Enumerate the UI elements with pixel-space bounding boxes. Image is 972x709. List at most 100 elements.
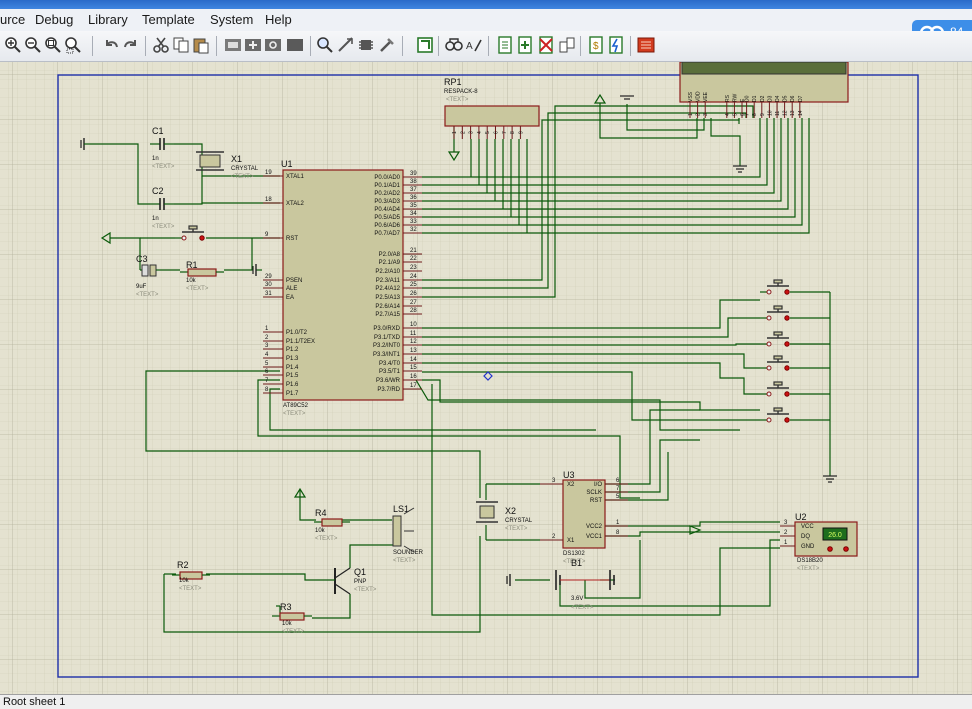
- x2-placeholder: <TEXT>: [505, 526, 528, 532]
- toolbar-separator: [630, 36, 631, 56]
- add-sheet-icon[interactable]: [516, 36, 534, 54]
- u1-pin-name-3: P1.2: [286, 347, 299, 353]
- u1-pin-number-16: 16: [410, 374, 417, 380]
- wire-p25-to-e: [422, 105, 754, 298]
- lcd-pin-number: 4: [725, 113, 731, 116]
- rp1-pin-number: 3: [469, 131, 475, 134]
- toolbar: A $: [0, 31, 972, 62]
- menu-library[interactable]: Library: [88, 12, 128, 27]
- u1-pin-name-27: P2.6/A14: [375, 304, 400, 310]
- r3-placeholder: <TEXT>: [282, 629, 305, 635]
- ls1-value-label: SOUNDER: [393, 550, 424, 556]
- menu-debug[interactable]: Debug: [35, 12, 74, 27]
- copy-icon[interactable]: [172, 36, 190, 54]
- lcd-pin-label-D1: D1: [752, 95, 758, 102]
- rp1-body: [444, 105, 540, 127]
- lcd-pin-label-VEE: VEE: [703, 91, 709, 102]
- u1-pin-number-34: 34: [410, 211, 417, 217]
- make-device-icon[interactable]: [337, 36, 355, 54]
- rp1-placeholder: <TEXT>: [446, 97, 469, 103]
- u1-pin-name-8: P1.7: [286, 391, 299, 397]
- u1-pin-number-17: 17: [410, 383, 417, 389]
- block-move-icon[interactable]: [244, 36, 262, 54]
- electrical-rule-check-icon[interactable]: [607, 36, 625, 54]
- u3-ref-label: U3: [563, 470, 575, 480]
- zoom-all-icon[interactable]: [44, 36, 62, 54]
- menu-bar: urce Debug Library Template System Help: [0, 9, 972, 32]
- zoom-out-icon[interactable]: [24, 36, 42, 54]
- u1-pin-number-1: 1: [265, 326, 269, 332]
- u1-part-label: AT89C52: [283, 403, 309, 409]
- menu-source[interactable]: urce: [0, 12, 26, 27]
- menu-system[interactable]: System: [210, 12, 254, 27]
- u2-placeholder: <TEXT>: [797, 566, 820, 572]
- lcd-pin-label-D4: D4: [775, 95, 781, 102]
- wire-dq-line: [431, 384, 780, 616]
- remove-sheet-icon[interactable]: [537, 36, 555, 54]
- wire-lcd-vdd: [626, 104, 705, 131]
- u1-pin-name-14: P3.4/T0: [379, 361, 401, 367]
- sheet-border: [57, 74, 919, 678]
- menu-template[interactable]: Template: [142, 12, 195, 27]
- menu-help[interactable]: Help: [265, 12, 292, 27]
- wire-p17: [269, 388, 596, 431]
- zoom-area-icon[interactable]: [64, 36, 82, 54]
- u1-pin-name-26: P2.5/A13: [375, 295, 400, 301]
- pick-device-icon[interactable]: [316, 36, 334, 54]
- r4-value-label: 10k: [315, 528, 326, 534]
- c3-ref-label: C3: [136, 254, 148, 264]
- r1-placeholder: <TEXT>: [186, 286, 209, 292]
- u1-pin-name-28: P2.7/A15: [375, 312, 400, 318]
- u3-body: [562, 479, 606, 549]
- packaging-tool-icon[interactable]: [357, 36, 375, 54]
- u1-pin-name-12: P3.2/INT0: [373, 343, 401, 349]
- undo-icon[interactable]: [102, 36, 120, 54]
- bill-of-materials-icon[interactable]: $: [587, 36, 605, 54]
- wire-vcc2-to-u2: [604, 521, 780, 527]
- lcd-pin-label-VDD: VDD: [696, 91, 702, 102]
- rp1-ref-label: RP1: [444, 77, 462, 87]
- key-button-6-contact1: [766, 417, 772, 423]
- lcd-pin-label-E: E: [740, 98, 746, 102]
- decompose-icon[interactable]: [378, 36, 396, 54]
- u1-pin-number-7: 7: [265, 378, 269, 384]
- c3-placeholder: <TEXT>: [136, 292, 159, 298]
- u1-pin-number-27: 27: [410, 300, 417, 306]
- u1-pin-number-24: 24: [410, 274, 417, 280]
- key-button-3-contact1: [766, 341, 772, 347]
- new-sheet-icon[interactable]: [496, 36, 514, 54]
- u1-pin-name-34: P0.5/AD5: [374, 215, 400, 221]
- u1-pin-name-30: ALE: [286, 286, 297, 292]
- u1-pin-number-5: 5: [265, 361, 269, 367]
- key-button-1-contact1: [766, 289, 772, 295]
- netlist-to-ares-icon[interactable]: [637, 36, 655, 54]
- u1-pin-name-15: P3.5/T1: [379, 369, 401, 375]
- search-tag-icon[interactable]: [445, 36, 463, 54]
- u1-pin-name-25: P2.4/A12: [375, 286, 400, 292]
- u1-pin-name-33: P0.6/AD6: [374, 223, 400, 229]
- u2-ref-label: U2: [795, 512, 807, 522]
- property-assign-icon[interactable]: A: [465, 36, 483, 54]
- wire-p23-to-rs: [422, 118, 740, 281]
- cut-icon[interactable]: [152, 36, 170, 54]
- wire-r4-supply: [299, 490, 316, 521]
- block-copy-icon[interactable]: [224, 36, 242, 54]
- key-button-6-actuator-cap: [773, 407, 783, 412]
- block-delete-icon[interactable]: [286, 36, 304, 54]
- redo-icon[interactable]: [122, 36, 140, 54]
- exit-to-parent-icon[interactable]: [558, 36, 576, 54]
- u1-pin-name-21: P2.0/A8: [379, 252, 401, 258]
- u2-display-value: 26.0: [828, 532, 842, 539]
- zoom-in-icon[interactable]: [4, 36, 22, 54]
- reset-button-actuator-cap: [188, 225, 198, 230]
- u1-pin-number-19: 19: [265, 170, 272, 176]
- wire-autoroute-icon[interactable]: [416, 36, 434, 54]
- rp1-pin-number: 6: [494, 131, 500, 134]
- svg-text:$: $: [593, 41, 599, 52]
- paste-icon[interactable]: [192, 36, 210, 54]
- wire-p35-to-button6: [422, 371, 760, 421]
- u1-pin-number-39: 39: [410, 171, 417, 177]
- block-rotate-icon[interactable]: [264, 36, 282, 54]
- u1-pin-name-32: P0.7/AD7: [374, 231, 400, 237]
